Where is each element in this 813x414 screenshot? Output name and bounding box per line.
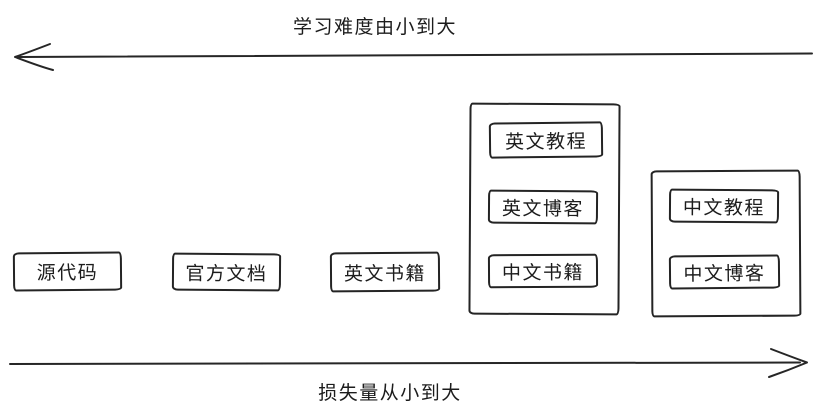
box-official-docs: 官方文档	[171, 252, 282, 292]
box-chinese-blogs: 中文博客	[668, 254, 781, 290]
box-source-code: 源代码	[12, 251, 123, 292]
left-arrow	[14, 43, 813, 71]
box-english-blogs: 英文博客	[487, 189, 599, 225]
bottom-axis-label: 损失量从小到大	[318, 383, 462, 404]
right-arrow	[9, 348, 808, 378]
top-axis-label: 学习难度由小到大	[292, 17, 457, 38]
box-chinese-tutorials: 中文教程	[668, 188, 780, 224]
box-chinese-books: 中文书籍	[487, 253, 599, 289]
box-english-tutorials: 英文教程	[488, 121, 604, 159]
box-english-books: 英文书籍	[329, 251, 441, 293]
